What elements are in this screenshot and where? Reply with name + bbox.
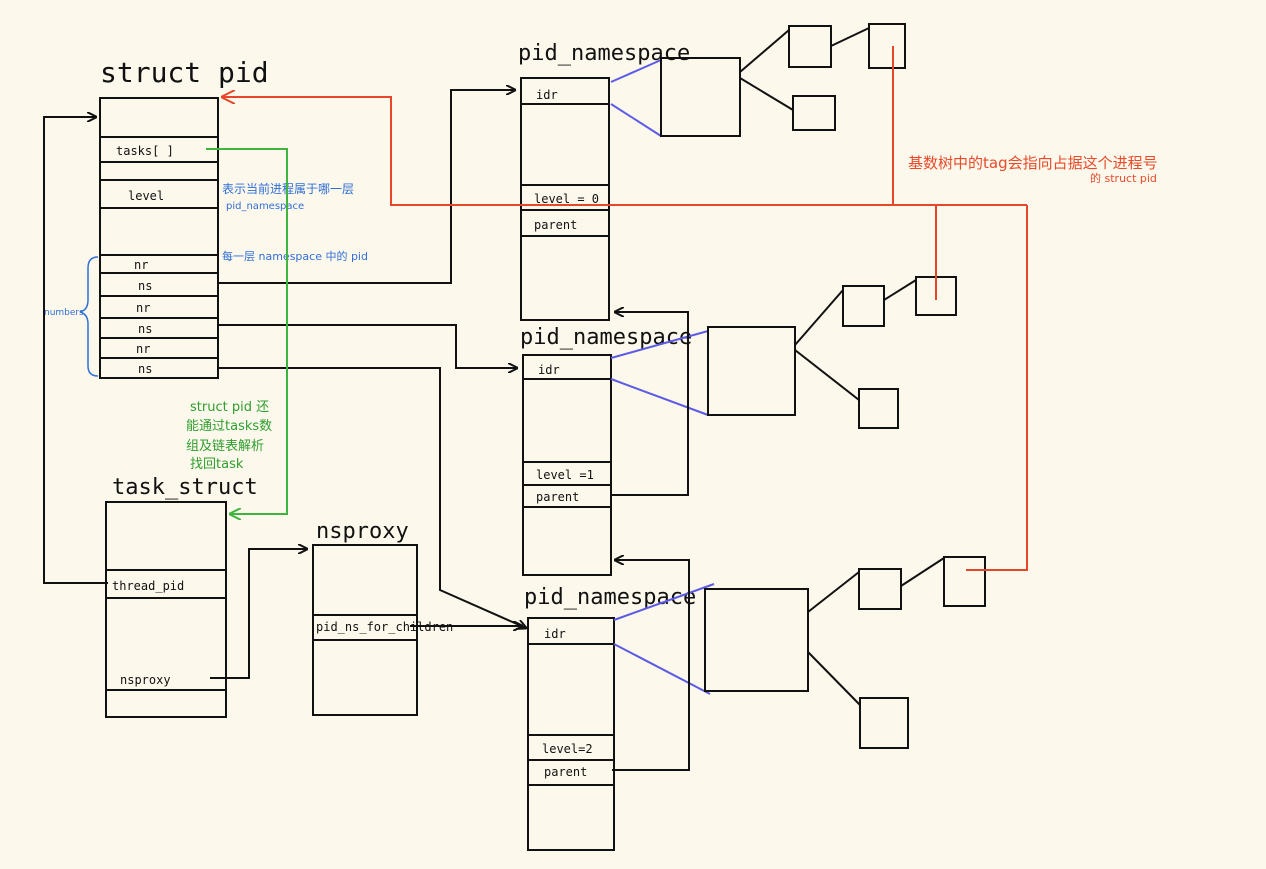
pid-namespace-0: pid_namespace idr level = 0 parent bbox=[518, 41, 690, 321]
task-struct-box bbox=[105, 501, 227, 718]
tree1-root-node bbox=[707, 326, 796, 416]
field-level: level bbox=[128, 189, 164, 203]
field-nr-0: nr bbox=[134, 258, 148, 272]
ns0-level: level = 0 bbox=[534, 192, 599, 206]
field-ns-0: ns bbox=[138, 279, 152, 293]
level-note-line1: 表示当前进程属于哪一层 bbox=[222, 181, 354, 196]
thread-pid-arrow bbox=[43, 117, 108, 584]
ns0-box bbox=[520, 77, 610, 321]
ns0-parent: parent bbox=[534, 218, 577, 232]
tree1-node-a bbox=[842, 285, 885, 327]
ns2-arrow bbox=[218, 367, 526, 628]
ns1-idr: idr bbox=[538, 363, 560, 377]
struct-pid: struct pid tasks[ ] level nr ns nr ns nr… bbox=[99, 56, 269, 379]
tree2-leaf bbox=[943, 556, 986, 607]
red-note-line1: 基数树中的tag会指向占据这个进程号 bbox=[908, 154, 1158, 172]
ns2-parent-arrow bbox=[612, 560, 690, 771]
green-note-line2: 能通过tasks数 bbox=[186, 419, 272, 434]
nr-note: 每一层 namespace 中的 pid bbox=[222, 249, 368, 263]
field-nsproxy: nsproxy bbox=[120, 673, 171, 687]
ns0-title: pid_namespace bbox=[518, 41, 690, 66]
field-nr-1: nr bbox=[136, 301, 150, 315]
tree0-leaf bbox=[868, 23, 906, 69]
pid-namespace-2: pid_namespace idr level=2 parent bbox=[524, 585, 696, 851]
level-note-line2: pid_namespace bbox=[226, 201, 304, 212]
tree2-node-b bbox=[859, 697, 909, 749]
nsproxy-arrow bbox=[210, 549, 307, 679]
tree0-node-a bbox=[788, 25, 832, 68]
radix-tree-1 bbox=[610, 276, 957, 429]
red-connectors bbox=[222, 46, 1028, 571]
green-note-line1: struct pid 还 bbox=[190, 400, 269, 415]
tree2-node-a bbox=[858, 568, 902, 610]
field-tasks: tasks[ ] bbox=[116, 144, 174, 158]
ns1-title: pid_namespace bbox=[520, 325, 692, 350]
nsproxy-title: nsproxy bbox=[316, 519, 409, 544]
radix-tree-0 bbox=[610, 23, 906, 137]
ns1-parent-arrow bbox=[611, 312, 689, 496]
tree1-node-b bbox=[858, 388, 899, 429]
ns1-arrow bbox=[218, 324, 517, 368]
task-struct: task_struct thread_pid nsproxy bbox=[105, 475, 258, 718]
ns0-idr: idr bbox=[536, 88, 558, 102]
ns1-parent: parent bbox=[536, 490, 579, 504]
tree2-root-node bbox=[704, 588, 809, 692]
ns2-level: level=2 bbox=[542, 742, 593, 756]
numbers-brace: numbers bbox=[44, 256, 99, 377]
ns1-level: level =1 bbox=[536, 468, 594, 482]
green-note-line3: 组及链表解析 bbox=[186, 439, 264, 454]
green-note-line4: 找回task bbox=[190, 457, 244, 472]
tree0-node-b bbox=[792, 95, 836, 131]
struct-pid-box bbox=[99, 97, 219, 379]
field-pid-ns-for-children: pid_ns_for_children bbox=[316, 620, 453, 634]
ns1-box bbox=[522, 354, 612, 576]
ns2-title: pid_namespace bbox=[524, 585, 696, 610]
pid-namespace-1: pid_namespace idr level =1 parent bbox=[520, 325, 692, 576]
red-line-tree2 bbox=[966, 205, 1028, 571]
red-note-line2: 的 struct pid bbox=[1090, 171, 1157, 185]
nsproxy: nsproxy pid_ns_for_children bbox=[312, 519, 453, 716]
nsproxy-box bbox=[312, 544, 418, 716]
tasks-to-task-arrow bbox=[206, 148, 288, 514]
task-struct-title: task_struct bbox=[112, 475, 258, 500]
ns2-idr: idr bbox=[544, 627, 566, 641]
black-connectors bbox=[43, 90, 690, 771]
green-note: struct pid 还 能通过tasks数 组及链表解析 找回task bbox=[186, 400, 272, 472]
numbers-label: numbers bbox=[44, 308, 84, 318]
ns0-arrow bbox=[218, 90, 515, 284]
tree0-root-node bbox=[660, 57, 741, 137]
struct-pid-title: struct pid bbox=[100, 56, 269, 89]
field-ns-2: ns bbox=[138, 362, 152, 376]
field-ns-1: ns bbox=[138, 322, 152, 336]
field-thread-pid: thread_pid bbox=[112, 579, 184, 593]
radix-tree-2 bbox=[613, 556, 986, 749]
ns2-parent: parent bbox=[544, 765, 587, 779]
field-nr-2: nr bbox=[136, 342, 150, 356]
tag-to-struct-pid-arrow bbox=[222, 97, 1027, 206]
